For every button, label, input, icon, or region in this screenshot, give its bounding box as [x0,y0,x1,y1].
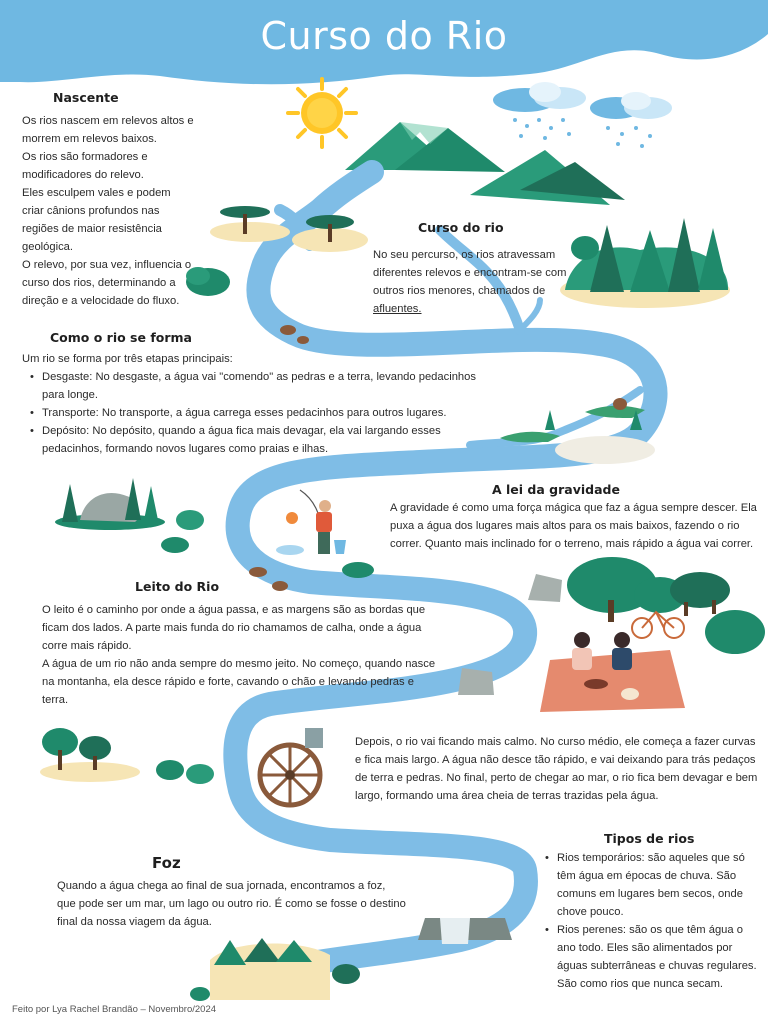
acacia-island [210,206,368,252]
heading-tipos: Tipos de rios [604,831,695,846]
nascente-line: Os rios nascem em relevos altos e morrem… [22,115,194,145]
pine-forest [560,218,730,308]
rain-cloud-icon [493,82,586,140]
list-item: Rios temporários: são aqueles que só têm… [545,849,760,921]
heading-curso: Curso do rio [418,220,504,235]
picnic-icon [540,632,685,712]
nascente-text: Os rios nascem em relevos altos e morrem… [22,112,194,310]
header-wave [0,0,768,85]
foz-text: Quando a água chega ao final de sua jorn… [57,880,406,928]
sun-icon [286,77,358,149]
list-item: Transporte: No transporte, a água carreg… [30,404,500,422]
rain-cloud-icon [590,92,672,148]
mountains [345,122,625,205]
forma-list: Desgaste: No desgaste, a água vai "comen… [30,368,500,458]
bicycle-icon [631,610,685,639]
list-item: Desgaste: No desgaste, a água vai "comen… [30,368,500,404]
forma-intro: Um rio se forma por três etapas principa… [22,353,233,365]
nascente-line: O relevo, por sua vez, influencia o curs… [22,259,192,307]
rock-island [55,478,165,530]
curso-body: No seu percurso, os rios atravessam dife… [373,249,567,297]
heading-foz: Foz [152,854,181,872]
list-item: Rios perenes: são os que têm água o ano … [545,921,760,993]
alligator-island [500,398,655,464]
curso-text: No seu percurso, os rios atravessam dife… [373,246,571,318]
tipos-list: Rios temporários: são aqueles que só têm… [545,849,760,993]
island [40,728,140,782]
nascente-line: Eles esculpem vales e podem criar cânion… [22,187,171,253]
water-wheel-icon [257,728,323,808]
heading-forma: Como o rio se forma [50,330,192,345]
medio-text: Depois, o rio vai ficando mais calmo. No… [355,736,758,802]
nascente-line: Os rios são formadores e modificadores d… [22,151,148,181]
leito-text: O leito é o caminho por onde a água pass… [42,601,442,709]
trees-right [567,557,765,654]
list-item: Depósito: No depósito, quando a água fic… [30,422,500,458]
forma-text: Um rio se forma por três etapas principa… [22,350,500,458]
credit-text: Feito por Lya Rachel Brandão – Novembro/… [12,1004,217,1015]
heading-nascente: Nascente [53,90,119,105]
foz-beach [190,938,360,1001]
bush [186,267,230,296]
leito-paragraph: O leito é o caminho por onde a água pass… [42,604,426,652]
gravidade-text: A gravidade é como uma força mágica que … [390,502,757,550]
waterfall-icon [418,918,512,944]
leito-paragraph: A água de um rio não anda sempre do mesm… [42,658,436,706]
rock-icon [458,574,562,695]
afluentes-link[interactable]: afluentes. [373,303,422,315]
fisherman-icon [276,489,346,555]
heading-gravidade: A lei da gravidade [492,482,620,497]
heading-leito: Leito do Rio [135,579,220,594]
bush [161,510,374,578]
bush [156,760,214,784]
page-title: Curso do Rio [260,14,508,58]
